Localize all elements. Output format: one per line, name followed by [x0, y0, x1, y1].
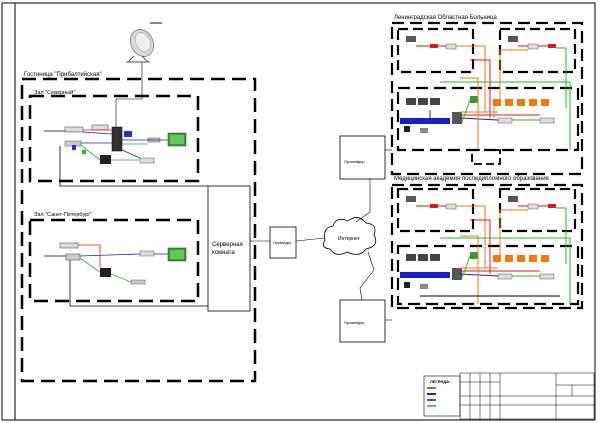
hotel-boundary — [20, 77, 257, 383]
legend-entries — [427, 387, 436, 407]
hall-north-label: Зал "Северный" — [34, 89, 75, 96]
internet-cloud — [322, 217, 377, 255]
cloud-label: Интернет — [338, 236, 361, 242]
server-room — [207, 185, 251, 312]
hall-north-equipment — [64, 124, 187, 164]
router-top-label: Провайдер — [344, 159, 365, 164]
title-block — [459, 372, 595, 420]
site-hospital-equipment — [400, 36, 556, 133]
site-hospital-title: Ленинградская Областная Больница — [394, 15, 497, 21]
router-bottom-label: Провайдер — [344, 320, 365, 325]
site-academy-equipment — [400, 196, 556, 289]
site-hospital-boundary — [390, 21, 584, 176]
server-room-label-2: комната — [212, 250, 235, 256]
router-top-box — [339, 135, 386, 180]
site-hospital-room-1 — [396, 27, 475, 74]
site-academy-room-1 — [396, 187, 475, 233]
legend-title: ЛЕГЕНДА: — [430, 379, 450, 384]
site-academy-title: Медицинская академия последипломного обр… — [394, 176, 549, 182]
hall-spb-equipment — [59, 242, 187, 285]
router-bottom-box — [339, 299, 386, 343]
satellite-dish-icon — [126, 22, 162, 63]
site-academy-room-3 — [396, 244, 580, 306]
inner-frame — [14, 2, 596, 421]
hall-spb-boundary — [28, 218, 200, 303]
site-academy-boundary — [390, 183, 584, 310]
router-hotel-box — [269, 226, 297, 259]
hall-spb-label: Зал "Санкт-Петербург" — [34, 212, 92, 218]
hall-north-boundary — [28, 94, 200, 183]
server-room-label-1: Серверная — [212, 242, 243, 248]
hotel-title: Гостиница "Прибалтийская" — [24, 71, 102, 78]
router-hotel-label: Провайдер — [273, 241, 292, 245]
